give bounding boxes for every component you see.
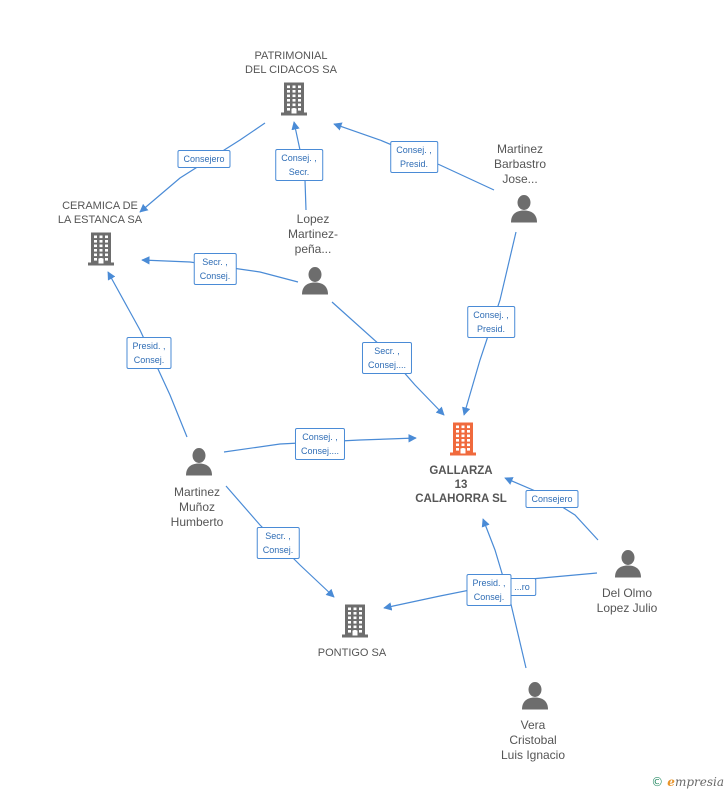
edge-label-lopez-ceramica[interactable]: Secr. , Consej.: [193, 253, 237, 285]
brand-name: mpresia: [674, 775, 724, 789]
label-line: Martinez: [173, 485, 220, 499]
building-icon[interactable]: [450, 422, 476, 461]
person-icon[interactable]: [184, 447, 214, 482]
company-label-pontigo[interactable]: PONTIGO SA: [318, 646, 386, 660]
edge-label-text: Presid.: [399, 159, 428, 169]
edge-label-text: Consejero: [531, 494, 573, 504]
edge-label-text: Consej.: [199, 271, 231, 281]
edge-label-text: Presid. ,: [132, 341, 166, 351]
brand-initial: e: [667, 775, 675, 789]
label-line: Del Olmo: [601, 586, 652, 600]
edge-label-lopez-patrimonial[interactable]: Consej. , Secr.: [275, 149, 323, 181]
edge-label-text: Consej.: [473, 592, 505, 602]
edge-label-text: Secr. ,: [265, 531, 291, 541]
label-line: Lopez: [296, 212, 330, 226]
label-line: Vera: [520, 718, 546, 732]
label-line: Martinez: [496, 142, 543, 156]
label-line: Barbastro: [493, 157, 547, 171]
company-label-gallarza[interactable]: GALLARZA 13 CALAHORRA SL: [415, 464, 507, 506]
company-label-ceramica[interactable]: CERAMICA DE LA ESTANCA SA: [58, 199, 142, 227]
person-icon[interactable]: [300, 266, 330, 301]
edge-label-munoz-gallarza[interactable]: Consej. , Consej....: [294, 428, 346, 460]
label-line: PATRIMONIAL: [254, 50, 328, 62]
company-label-patrimonial[interactable]: PATRIMONIAL DEL CIDACOS SA: [245, 49, 337, 77]
label-line: peña...: [294, 242, 332, 256]
label-line: Martinez-: [287, 227, 339, 241]
edge-label-vera-gallarza[interactable]: Presid. , Consej.: [466, 574, 512, 606]
edge-label-text: Consej. ,: [396, 145, 432, 155]
edge-label-delolmo-gallarza[interactable]: Consejero: [525, 490, 579, 508]
label-line: CERAMICA DE: [62, 200, 138, 212]
label-line: Cristobal: [509, 733, 557, 747]
edge-label-text: Consej.: [133, 355, 165, 365]
person-icon[interactable]: [613, 549, 643, 584]
person-label-lopez[interactable]: Lopez Martinez- peña...: [288, 212, 338, 257]
building-icon[interactable]: [281, 82, 307, 121]
edge-label-munoz-ceramica[interactable]: Presid. , Consej.: [126, 337, 172, 369]
person-icon[interactable]: [520, 681, 550, 716]
edge-label-text: Consej....: [367, 360, 407, 370]
edge-line: [504, 477, 599, 541]
edge-label-text: Secr. ,: [202, 257, 228, 267]
label-line: Luis Ignacio: [500, 748, 566, 762]
person-label-martinez-barbastro[interactable]: Martinez Barbastro Jose...: [494, 142, 546, 187]
copyright-symbol: ©: [651, 775, 664, 789]
person-icon[interactable]: [509, 194, 539, 229]
edge-label-barbastro-patrimonial[interactable]: Consej. , Presid.: [390, 141, 438, 173]
label-line: DEL CIDACOS SA: [245, 64, 337, 76]
edge-label-barbastro-gallarza[interactable]: Consej. , Presid.: [467, 306, 515, 338]
edge-label-text: Consejero: [183, 154, 225, 164]
label-line: Lopez Julio: [596, 601, 658, 615]
label-line: PONTIGO SA: [317, 647, 387, 659]
label-line: Humberto: [170, 515, 224, 529]
edge-label-text: Consej. ,: [281, 153, 317, 163]
edge-label-delolmo-pontigo[interactable]: ...ro: [508, 578, 536, 596]
edge-label-text: Consej....: [300, 446, 340, 456]
edge-label-patrimonial-ceramica[interactable]: Consejero: [177, 150, 231, 168]
edge-label-text: Presid.: [476, 324, 505, 334]
label-line: GALLARZA: [429, 465, 493, 477]
empresia-watermark: ©empresia: [651, 775, 724, 789]
edge-label-text: Secr.: [288, 167, 310, 177]
building-icon[interactable]: [342, 604, 368, 643]
person-label-martinez-munoz[interactable]: Martinez Muñoz Humberto: [171, 485, 224, 530]
person-label-vera[interactable]: Vera Cristobal Luis Ignacio: [501, 718, 565, 763]
edge-label-text: Consej.: [262, 545, 294, 555]
edge-label-text: Consej. ,: [302, 432, 338, 442]
label-line: CALAHORRA SL: [415, 493, 507, 505]
edge-label-munoz-pontigo[interactable]: Secr. , Consej.: [256, 527, 300, 559]
label-line: LA ESTANCA SA: [57, 214, 143, 226]
label-line: 13: [454, 479, 468, 491]
edge-label-text: Secr. ,: [374, 346, 400, 356]
edge-label-text: ...ro: [514, 582, 530, 592]
building-icon[interactable]: [88, 232, 114, 271]
person-label-del-olmo[interactable]: Del Olmo Lopez Julio: [597, 586, 658, 616]
label-line: Jose...: [502, 172, 538, 186]
edge-label-text: Consej. ,: [473, 310, 509, 320]
edge-label-text: Presid. ,: [472, 578, 506, 588]
edge-label-lopez-gallarza[interactable]: Secr. , Consej....: [361, 342, 413, 374]
label-line: Muñoz: [178, 500, 216, 514]
